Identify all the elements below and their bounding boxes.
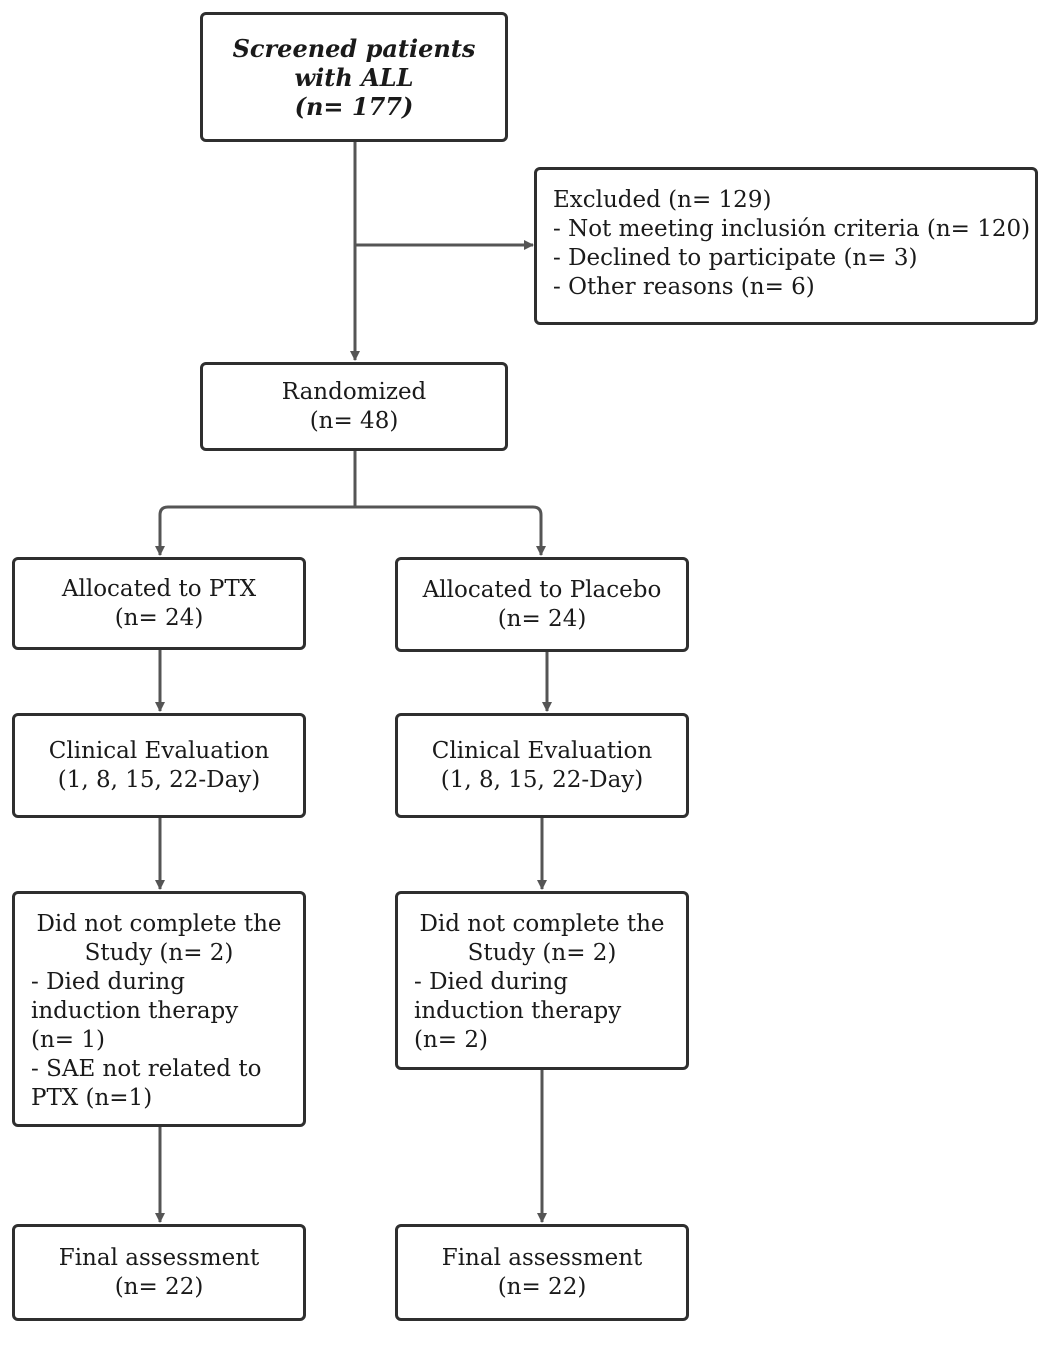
ptx-evaluation-line1: Clinical Evaluation <box>48 737 270 764</box>
ptx-did-not-complete-box: Did not complete the Study (n= 2) - Died… <box>12 891 306 1127</box>
screened-box: Screened patients with ALL (n= 177) <box>200 12 508 142</box>
placebo-dnc-detail: induction therapy <box>414 998 622 1024</box>
excluded-item: - Declined to participate (n= 3) <box>553 245 918 271</box>
screened-line2: with ALL <box>294 62 414 92</box>
placebo-allocated-box: Allocated to Placebo (n= 24) <box>395 557 689 652</box>
randomized-line2: (n= 48) <box>309 407 399 434</box>
ptx-dnc-detail: - Died during <box>31 969 185 995</box>
screened-line3: (n= 177) <box>294 91 414 121</box>
placebo-final-box: Final assessment (n= 22) <box>395 1224 689 1321</box>
ptx-allocated-line1: Allocated to PTX <box>61 575 257 602</box>
placebo-dnc-detail: (n= 2) <box>414 1027 488 1053</box>
ptx-dnc-detail: PTX (n=1) <box>31 1085 153 1111</box>
randomized-box: Randomized (n= 48) <box>200 362 508 451</box>
placebo-final-line2: (n= 22) <box>497 1273 587 1300</box>
randomized-line1: Randomized <box>281 378 427 405</box>
placebo-dnc-detail: - Died during <box>414 969 568 995</box>
split-left <box>155 505 355 556</box>
ptx-final-box: Final assessment (n= 22) <box>12 1224 306 1321</box>
ptx-evaluation-line2: (1, 8, 15, 22-Day) <box>57 766 261 793</box>
ptx-dnc-detail: - SAE not related to <box>31 1056 262 1082</box>
placebo-evaluation-box: Clinical Evaluation (1, 8, 15, 22-Day) <box>395 713 689 818</box>
ptx-allocated-line2: (n= 24) <box>114 604 204 631</box>
ptx-final-line1: Final assessment <box>58 1244 260 1271</box>
excluded-box: Excluded (n= 129) - Not meeting inclusió… <box>534 167 1038 325</box>
placebo-dnc-line1: Did not complete the <box>419 911 665 937</box>
ptx-evaluation-box: Clinical Evaluation (1, 8, 15, 22-Day) <box>12 713 306 818</box>
ptx-final-line2: (n= 22) <box>114 1273 204 1300</box>
placebo-evaluation-line2: (1, 8, 15, 22-Day) <box>440 766 644 793</box>
ptx-dnc-detail: induction therapy <box>31 998 239 1024</box>
ptx-dnc-line1: Did not complete the <box>36 911 282 937</box>
placebo-did-not-complete-box: Did not complete the Study (n= 2) - Died… <box>395 891 689 1070</box>
ptx-dnc-detail: (n= 1) <box>31 1027 105 1053</box>
placebo-allocated-line1: Allocated to Placebo <box>422 576 662 603</box>
placebo-allocated-line2: (n= 24) <box>497 605 587 632</box>
excluded-item: - Other reasons (n= 6) <box>553 274 815 300</box>
ptx-allocated-box: Allocated to PTX (n= 24) <box>12 557 306 650</box>
placebo-dnc-line2: Study (n= 2) <box>467 940 617 966</box>
placebo-final-line1: Final assessment <box>441 1244 643 1271</box>
screened-line1: Screened patients <box>232 33 476 63</box>
ptx-dnc-line2: Study (n= 2) <box>84 940 234 966</box>
split-right <box>355 505 546 556</box>
placebo-evaluation-line1: Clinical Evaluation <box>431 737 653 764</box>
excluded-item: - Not meeting inclusión criteria (n= 120… <box>553 216 1031 242</box>
excluded-title: Excluded (n= 129) <box>553 187 772 213</box>
